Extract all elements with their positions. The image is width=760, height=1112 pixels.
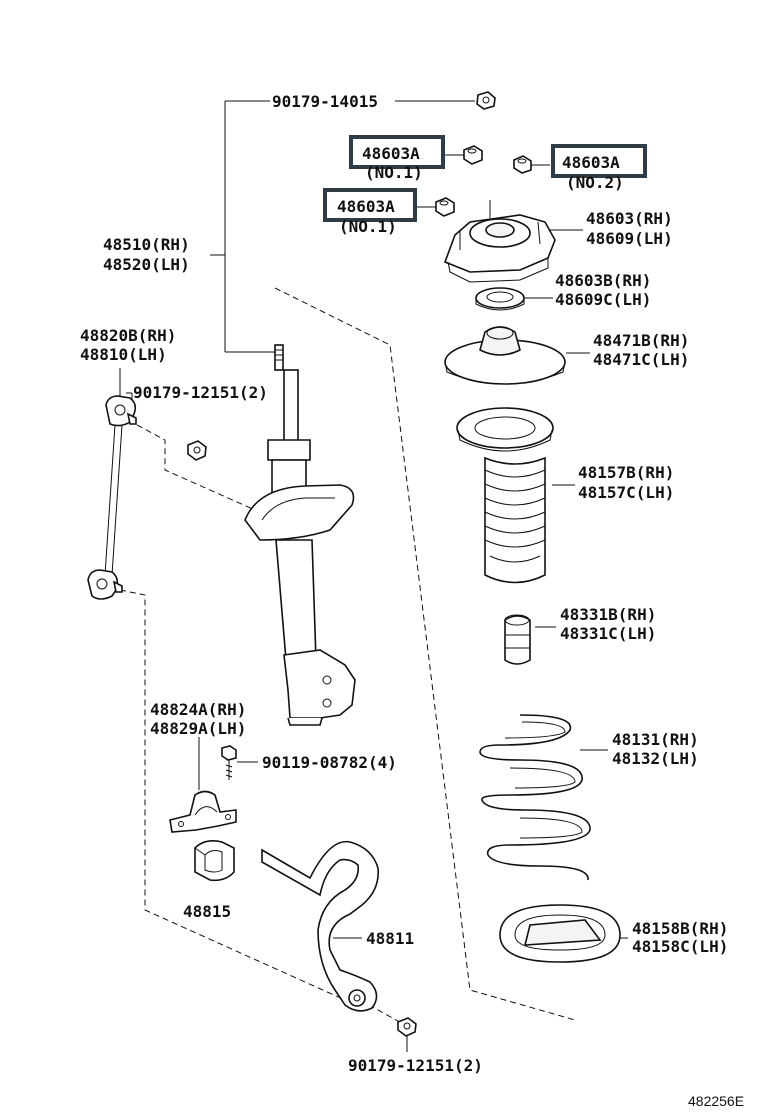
label-top-nut[interactable]: 90179-14015 xyxy=(272,92,378,111)
label-nut-a1-sub: (NO.1) xyxy=(365,163,423,182)
bearing-icon xyxy=(475,287,525,311)
stabilizer-bushing-icon xyxy=(194,840,235,882)
upper-spring-seat-icon xyxy=(444,326,566,385)
stabilizer-link-icon xyxy=(87,395,137,600)
nut-a3-icon xyxy=(435,197,455,217)
figure-id: 482256E xyxy=(688,1093,744,1109)
label-bearing-lh[interactable]: 48609C(LH) xyxy=(555,290,651,309)
label-nut-a2[interactable]: 48603A xyxy=(562,153,620,172)
label-bottom-nut[interactable]: 90179-12151(2) xyxy=(348,1056,483,1075)
label-nut-a1[interactable]: 48603A xyxy=(362,144,420,163)
label-nut-a2-sub: (NO.2) xyxy=(566,173,624,192)
label-bearing-rh[interactable]: 48603B(RH) xyxy=(555,271,651,290)
lower-spring-seat-icon xyxy=(499,904,621,963)
stabilizer-bar-icon xyxy=(261,840,379,1012)
label-spring-lh[interactable]: 48132(LH) xyxy=(612,749,699,768)
dust-boot-icon xyxy=(456,407,554,584)
highlight-box-nut-a2 xyxy=(551,144,647,178)
label-lower-seat-rh[interactable]: 48158B(RH) xyxy=(632,919,728,938)
top-nut-icon xyxy=(476,91,496,110)
label-upper-seat-rh[interactable]: 48471B(RH) xyxy=(593,331,689,350)
bottom-nut-icon xyxy=(397,1017,417,1037)
label-nut-a3-sub: (NO.1) xyxy=(339,217,397,236)
label-strut-lh[interactable]: 48520(LH) xyxy=(103,255,190,274)
label-mount-rh[interactable]: 48603(RH) xyxy=(586,209,673,228)
bracket-bolt-icon xyxy=(221,745,237,780)
highlight-box-nut-a3 xyxy=(323,188,417,222)
label-bracket-rh[interactable]: 48824A(RH) xyxy=(150,700,246,719)
label-upper-seat-lh[interactable]: 48471C(LH) xyxy=(593,350,689,369)
label-nut-a3[interactable]: 48603A xyxy=(337,197,395,216)
assembly-dash-lines xyxy=(119,287,576,1026)
label-stabilizer-bar[interactable]: 48811 xyxy=(366,929,414,948)
leader-lines xyxy=(119,100,628,1052)
label-boot-lh[interactable]: 48157C(LH) xyxy=(578,483,674,502)
label-bumper-lh[interactable]: 48331C(LH) xyxy=(560,624,656,643)
label-bracket-bolt[interactable]: 90119-08782(4) xyxy=(262,753,397,772)
stabilizer-bracket-icon xyxy=(169,790,237,833)
part-labels: 90179-14015 48510(RH) 48520(LH) 48603A (… xyxy=(80,92,744,1109)
label-lower-seat-lh[interactable]: 48158C(LH) xyxy=(632,937,728,956)
nut-a1-icon xyxy=(463,145,483,165)
link-nut-icon xyxy=(187,440,207,461)
label-bushing[interactable]: 48815 xyxy=(183,902,231,921)
label-link-rh[interactable]: 48820B(RH) xyxy=(80,326,176,345)
label-mount-lh[interactable]: 48609(LH) xyxy=(586,229,673,248)
label-link-lh[interactable]: 48810(LH) xyxy=(80,345,167,364)
label-strut-rh[interactable]: 48510(RH) xyxy=(103,235,190,254)
label-spring-rh[interactable]: 48131(RH) xyxy=(612,730,699,749)
label-bracket-lh[interactable]: 48829A(LH) xyxy=(150,719,246,738)
label-bumper-rh[interactable]: 48331B(RH) xyxy=(560,605,656,624)
strut-mount-icon xyxy=(443,200,556,283)
label-link-nut[interactable]: 90179-12151(2) xyxy=(133,383,268,402)
label-boot-rh[interactable]: 48157B(RH) xyxy=(578,463,674,482)
bump-stop-icon xyxy=(504,614,531,665)
coil-spring-icon xyxy=(479,714,591,881)
nut-a2-icon xyxy=(513,155,532,174)
highlight-box-nut-a1 xyxy=(349,135,445,169)
strut-assembly-icon xyxy=(244,344,356,726)
